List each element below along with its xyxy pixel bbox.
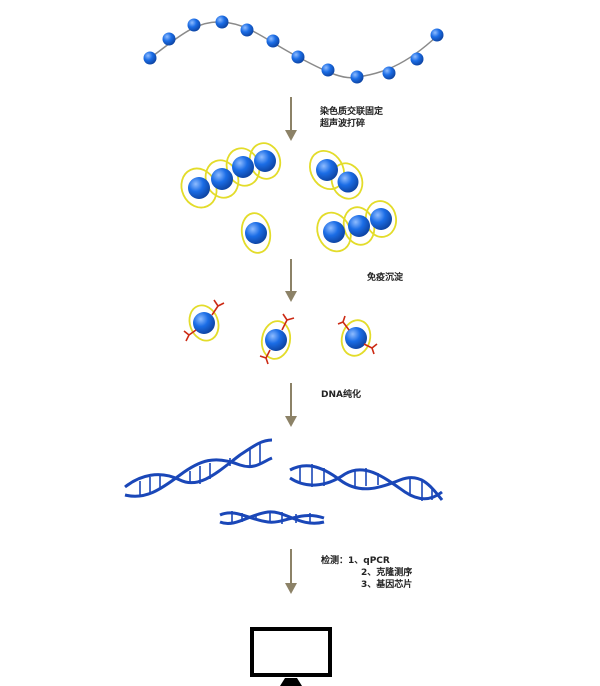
- step1-line2: 超声波打碎: [320, 119, 366, 129]
- nucleosome-bead: [215, 15, 229, 29]
- fragment-single-bead: [240, 212, 272, 254]
- step4-line2: 2、克隆测序: [361, 568, 413, 578]
- monitor-icon: [250, 627, 332, 686]
- nucleosome-bead: [410, 52, 424, 66]
- step2-label: 免疫沉淀: [367, 273, 404, 283]
- dna-helix-left: [124, 438, 273, 498]
- chromatin-strand: [143, 15, 444, 84]
- fragment-four-beads: [180, 142, 282, 209]
- nucleosome-bead: [143, 51, 157, 65]
- chromatin-beads: [143, 15, 444, 84]
- nucleosome-bead: [382, 66, 396, 80]
- nucleosome-bead: [321, 63, 335, 77]
- arrow-2: [285, 259, 297, 302]
- antibody-icon: [183, 299, 225, 342]
- antibody-bound-nucleosome: [259, 313, 295, 365]
- immunoprecipitated-complexes: [183, 299, 378, 365]
- nucleosome-bead: [291, 50, 305, 64]
- nucleosome-bead: [162, 32, 176, 46]
- step4-line3: 3、基因芯片: [361, 580, 413, 590]
- step4-line1: 检测：1、qPCR: [321, 556, 390, 566]
- fragment-three-beads: [316, 200, 397, 253]
- arrow-4: [285, 549, 297, 594]
- arrow-1: [285, 97, 297, 141]
- nucleosome-bead: [266, 34, 280, 48]
- arrow-3: [285, 383, 297, 427]
- step1-label: 染色质交联固定 超声波打碎: [320, 106, 383, 130]
- step4-label: 检测：1、qPCR 2、克隆测序 3、基因芯片: [321, 555, 481, 591]
- fragment-two-beads: [309, 150, 364, 200]
- nucleosome-bead: [187, 18, 201, 32]
- nucleosome-bead: [430, 28, 444, 42]
- purified-dna: [124, 438, 444, 525]
- antibody-icon: [337, 315, 378, 355]
- antibody-icon: [259, 313, 295, 365]
- antibody-bound-nucleosome: [337, 315, 378, 357]
- step3-label: DNA纯化: [321, 390, 361, 400]
- nucleosome-bead: [350, 70, 364, 84]
- sonicated-fragments: [180, 142, 397, 254]
- dna-helix-small: [219, 510, 325, 525]
- nucleosome-bead: [240, 23, 254, 37]
- step1-line1: 染色质交联固定: [320, 107, 384, 117]
- antibody-bound-nucleosome: [183, 299, 225, 342]
- dna-helix-right: [289, 464, 444, 501]
